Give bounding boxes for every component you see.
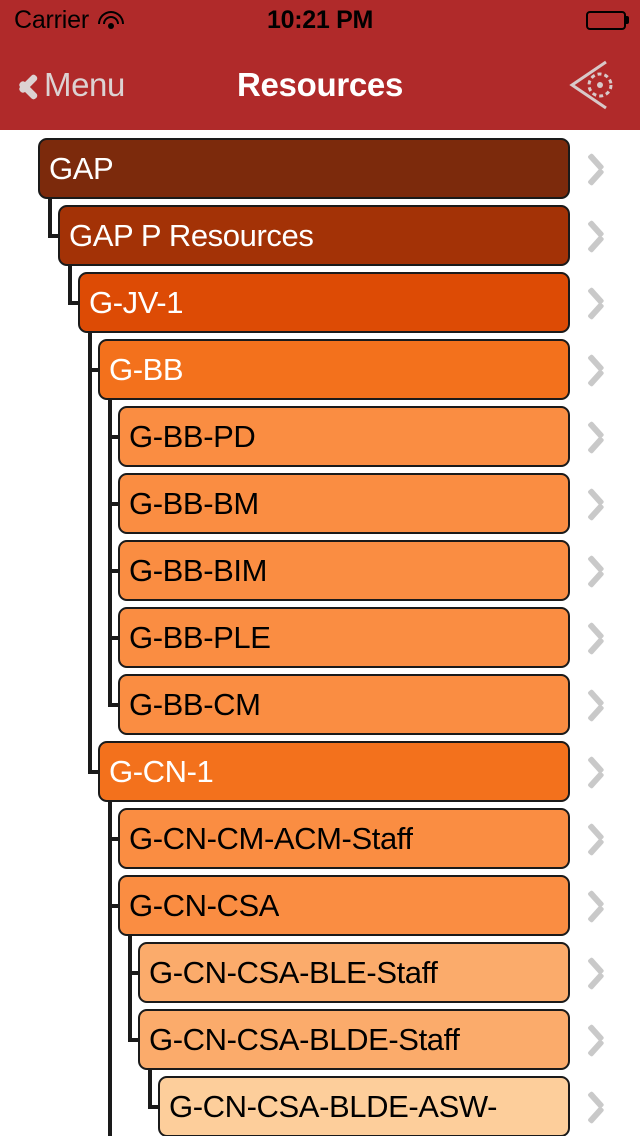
status-bar-right	[586, 10, 629, 30]
tree-row-label: G-BB	[109, 351, 184, 387]
tree-row[interactable]: G-BB-BIM	[118, 540, 570, 601]
tree-connector-vertical	[108, 802, 112, 1136]
tree-row-label: G-BB-PD	[129, 418, 256, 454]
tree-connector-horizontal	[108, 635, 118, 640]
tree-connector-horizontal	[108, 434, 118, 439]
chevron-left-icon	[14, 66, 36, 104]
tree-row-label: G-CN-CM-ACM-Staff	[129, 820, 413, 856]
tree-row[interactable]: G-CN-CSA	[118, 875, 570, 936]
tree-row[interactable]: G-BB	[98, 339, 570, 400]
tree-connector-vertical	[128, 936, 132, 1040]
tree-connector-horizontal	[88, 367, 98, 372]
chevron-right-icon[interactable]	[594, 621, 614, 655]
tree-row[interactable]: G-BB-CM	[118, 674, 570, 735]
tree-row-label: G-CN-CSA-BLE-Staff	[149, 954, 438, 990]
tree-connector-vertical	[108, 400, 112, 705]
status-bar-clock: 10:21 PM	[267, 5, 373, 34]
back-button-label: Menu	[44, 66, 125, 103]
tree-row[interactable]: G-CN-CM-ACM-Staff	[118, 808, 570, 869]
chevron-right-icon[interactable]	[594, 822, 614, 856]
tree-connector-horizontal	[128, 970, 138, 975]
chevron-right-icon[interactable]	[594, 286, 614, 320]
tree-row[interactable]: G-BB-PLE	[118, 607, 570, 668]
tree-connector-horizontal	[88, 769, 98, 774]
tree-row-label: G-BB-CM	[129, 686, 261, 722]
chevron-right-icon[interactable]	[594, 1023, 614, 1057]
tree-row-label: G-BB-BIM	[129, 552, 268, 588]
tree-connector-horizontal	[128, 1037, 138, 1042]
tree-connector-horizontal	[108, 568, 118, 573]
chevron-right-icon[interactable]	[594, 889, 614, 923]
status-bar: Carrier 10:21 PM	[0, 0, 640, 40]
chevron-right-icon[interactable]	[594, 353, 614, 387]
tree-row[interactable]: GAP P Resources	[58, 205, 570, 266]
battery-full-icon	[586, 10, 629, 30]
tree-connector-horizontal	[108, 702, 118, 707]
tree-connector-horizontal	[148, 1104, 158, 1109]
carrier-label: Carrier	[14, 5, 89, 34]
tree-row-label: G-CN-1	[109, 753, 214, 789]
back-button[interactable]: Menu	[0, 66, 125, 104]
tree-connector-horizontal	[108, 903, 118, 908]
tree-row-label: G-BB-PLE	[129, 619, 271, 655]
chevron-right-icon[interactable]	[594, 1090, 614, 1124]
chevron-right-icon[interactable]	[594, 420, 614, 454]
tree-row[interactable]: G-CN-CSA-BLDE-Staff	[138, 1009, 570, 1070]
tree-connector-vertical	[48, 199, 52, 236]
tree-row-label: G-CN-CSA-BLDE-ASW-	[169, 1088, 498, 1124]
tree-row-label: G-CN-CSA	[129, 887, 280, 923]
chevron-right-icon[interactable]	[594, 688, 614, 722]
tree-row-label: GAP	[49, 150, 114, 186]
chevron-right-icon[interactable]	[594, 554, 614, 588]
wifi-icon	[98, 10, 124, 30]
tree-connector-horizontal	[108, 836, 118, 841]
tree-connector-horizontal	[48, 233, 58, 238]
tree-row-label: G-CN-CSA-BLDE-Staff	[149, 1021, 460, 1057]
tree-connector-vertical	[88, 333, 92, 772]
tree-connector-vertical	[68, 266, 72, 303]
tree-row-label: GAP P Resources	[69, 217, 314, 253]
rewind-gear-button[interactable]	[560, 54, 640, 116]
tree-row[interactable]: G-JV-1	[78, 272, 570, 333]
tree-connector-vertical	[148, 1070, 152, 1107]
chevron-right-icon[interactable]	[594, 755, 614, 789]
tree-connector-horizontal	[68, 300, 78, 305]
chevron-right-icon[interactable]	[594, 219, 614, 253]
tree-row[interactable]: G-BB-BM	[118, 473, 570, 534]
tree-row-label: G-JV-1	[89, 284, 184, 320]
tree-row[interactable]: G-CN-1	[98, 741, 570, 802]
tree-row[interactable]: GAP	[38, 138, 570, 199]
status-bar-left: Carrier	[14, 6, 124, 35]
chevron-right-icon[interactable]	[594, 956, 614, 990]
tree-row[interactable]: G-BB-PD	[118, 406, 570, 467]
navigation-bar: Menu Resources	[0, 40, 640, 130]
chevron-right-icon[interactable]	[594, 152, 614, 186]
tree-row-label: G-BB-BM	[129, 485, 259, 521]
tree-connector-horizontal	[108, 501, 118, 506]
rewind-gear-icon	[569, 60, 613, 110]
chevron-right-icon[interactable]	[594, 487, 614, 521]
tree-row[interactable]: G-CN-CSA-BLDE-ASW-	[158, 1076, 570, 1136]
tree-row[interactable]: G-CN-CSA-BLE-Staff	[138, 942, 570, 1003]
